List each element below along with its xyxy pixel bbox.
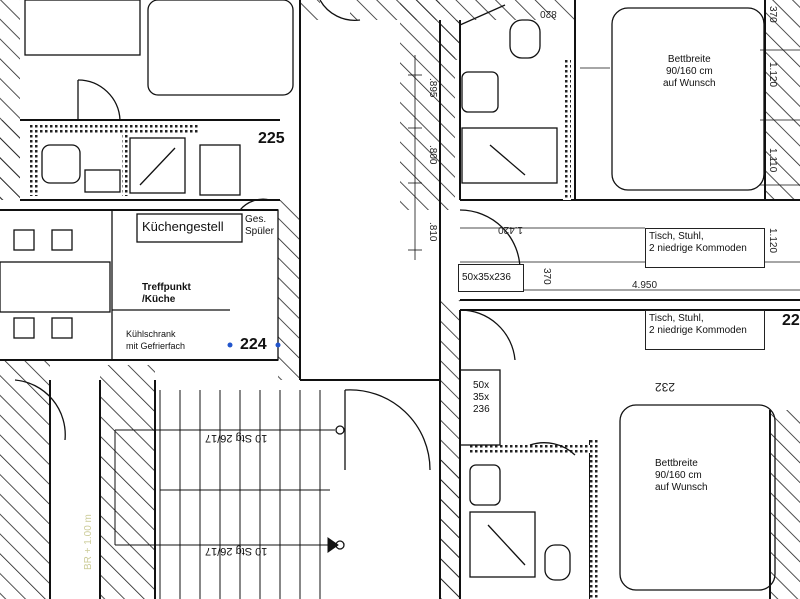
dim-800: .800 bbox=[427, 145, 438, 165]
meeting-kitchen-label: Treffpunkt /Küche bbox=[142, 282, 191, 305]
room-number-224: 224 bbox=[240, 336, 267, 353]
table-lower-box: Tisch, Stuhl, 2 niedrige Kommoden bbox=[645, 310, 765, 350]
dim-1420: 1.420 bbox=[498, 224, 524, 235]
dim-4950: 4.950 bbox=[632, 280, 658, 291]
room-number-225: 225 bbox=[258, 130, 285, 147]
dim-1120-b: 1.120 bbox=[767, 228, 778, 254]
stair-steps bbox=[114, 390, 339, 599]
wardrobe-upper-box: 50x35x236 bbox=[458, 264, 524, 292]
dim-1120-a: 1.120 bbox=[767, 62, 778, 88]
table-upper-box: Tisch, Stuhl, 2 niedrige Kommoden bbox=[645, 228, 765, 268]
room-number-22: 22 bbox=[782, 312, 800, 329]
blue-marker bbox=[227, 342, 233, 348]
dim-820: 820 bbox=[540, 8, 557, 19]
dim-810: .810 bbox=[427, 222, 438, 242]
bed-lower-label: Bettbreite 90/160 cm auf Wunsch bbox=[655, 458, 708, 493]
dim-370-a: 370 bbox=[767, 6, 778, 23]
stairs-lower-label: 10 Stg 26/17 bbox=[205, 545, 268, 557]
dishwasher-label: Ges. Spüler bbox=[245, 214, 274, 237]
room-number-232: 232 bbox=[655, 380, 676, 394]
stairs-upper-label: 10 Stg 26/17 bbox=[205, 432, 268, 444]
dim-1110: 1.110 bbox=[767, 148, 778, 173]
stairs-height-label: BR + 1.00 m bbox=[83, 514, 94, 570]
dim-895: .895 bbox=[427, 78, 438, 98]
tile-bands bbox=[30, 60, 598, 599]
fridge-label: Kühlschrank mit Gefrierfach bbox=[126, 329, 186, 351]
bed-upper-label: Bettbreite 90/160 cm auf Wunsch bbox=[663, 54, 716, 89]
dim-370-b: 370 bbox=[541, 268, 552, 285]
kitchen-rack-label: Küchengestell bbox=[142, 219, 224, 234]
wardrobe-lower-label: 50x 35x 236 bbox=[473, 380, 490, 415]
